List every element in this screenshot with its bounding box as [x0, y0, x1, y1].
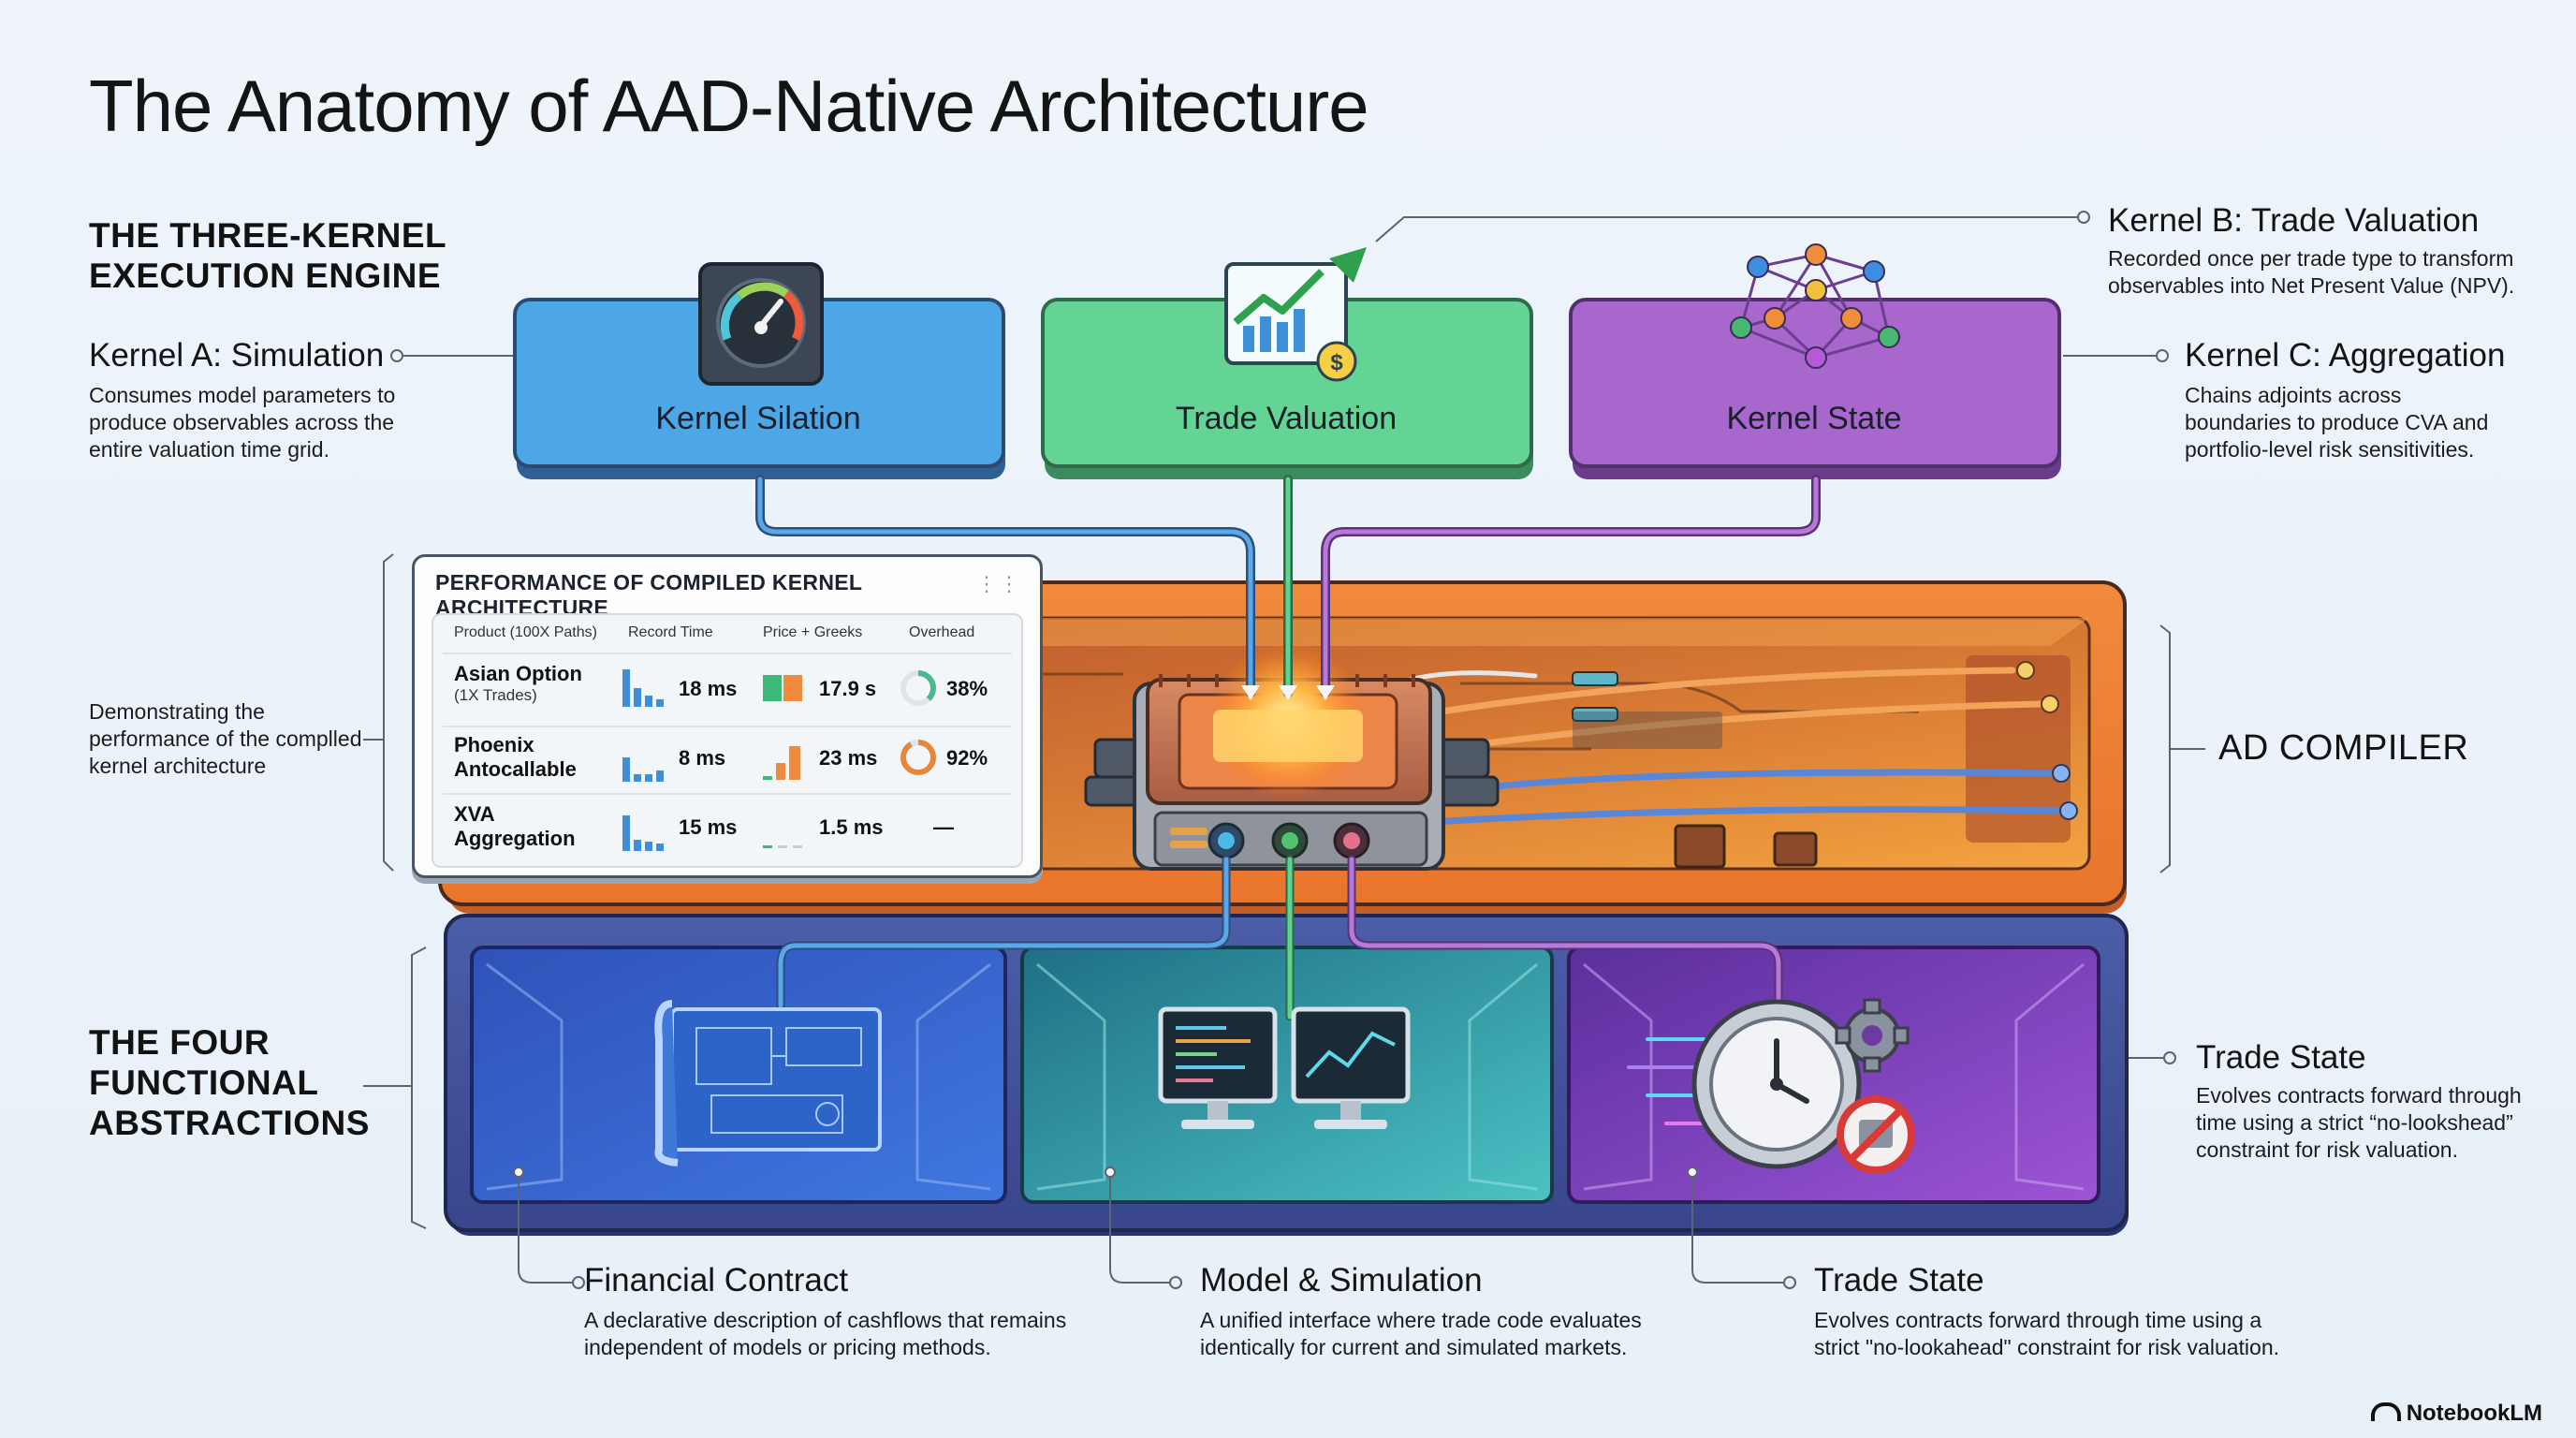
- blueprint-icon: [654, 1000, 882, 1167]
- row-price: 17.9 s: [819, 677, 877, 700]
- performance-table-panel: PERFORMANCE OF COMPILED KERNEL ARCHITECT…: [412, 554, 1043, 878]
- page-title: The Anatomy of AAD-Native Architecture: [89, 65, 1369, 147]
- kernel-b-desc: Recorded once per trade type to transfor…: [2108, 246, 2515, 298]
- ring-fill: [900, 740, 936, 775]
- brand-name: NotebookLM: [2406, 1401, 2542, 1426]
- record-bar-icon: [622, 757, 664, 782]
- ring-fill: [900, 670, 936, 706]
- notebooklm-icon: [2370, 1402, 2401, 1421]
- kernel-label-simulation: Kernel Silation: [655, 401, 861, 436]
- kernel-c-heading: Kernel C: Aggregation: [2185, 337, 2506, 374]
- trade-state-bottom-heading: Trade State: [1814, 1262, 1984, 1299]
- kernel-b-heading: Kernel B: Trade Valuation: [2108, 202, 2480, 239]
- price-bar-icon: [763, 675, 802, 701]
- growth-chart-icon: $: [1224, 211, 2090, 382]
- kernel-box-state: [1569, 298, 2061, 479]
- kernel-c-desc: Chains adjoints across boundaries to pro…: [2185, 383, 2489, 462]
- trade-state-right-heading: Trade State: [2196, 1039, 2366, 1076]
- row-overhead: 38%: [946, 677, 988, 700]
- trade-state-right-desc: Evolves contracts forward through time u…: [2196, 1083, 2522, 1162]
- row-product-sub: (1X Trades): [454, 686, 537, 704]
- kernel-label-valuation: Trade Valuation: [1175, 401, 1398, 436]
- row-product: XVA Aggregation: [454, 802, 576, 850]
- kernel-label-state: Kernel State: [1726, 401, 1902, 436]
- svg-text:$: $: [1330, 350, 1343, 375]
- network-nodes: [1730, 243, 1900, 369]
- kernel-cables: [755, 475, 1821, 700]
- row-price: 1.5 ms: [819, 815, 884, 839]
- clock-icon: [1627, 999, 1862, 1169]
- row-price: 23 ms: [819, 746, 878, 770]
- overhead-ring-0: [900, 670, 936, 706]
- brand-logo: NotebookLM: [2370, 1401, 2542, 1427]
- table-header-overhead: Overhead: [909, 624, 975, 640]
- no-lookahead-icon: [1837, 1095, 1915, 1174]
- row-product: Asian Option: [454, 662, 582, 685]
- record-bar-icon: [622, 815, 664, 851]
- kernel-a-desc: Consumes model parameters to produce obs…: [89, 383, 396, 462]
- overhead-ring-1: [900, 740, 936, 775]
- gear-icon: [1835, 998, 1910, 1073]
- row-record: 18 ms: [679, 677, 738, 700]
- kernel-a-heading: Kernel A: Simulation: [89, 337, 385, 374]
- row-product: Phoenix Antocallable: [454, 733, 577, 781]
- price-bar-icon: [763, 845, 802, 848]
- abstraction-cables: [776, 855, 1783, 1025]
- row-record: 8 ms: [679, 746, 726, 770]
- gauge-icon: [698, 262, 824, 386]
- trade-state-bottom-desc: Evolves contracts forward through time u…: [1814, 1308, 2280, 1359]
- financial-contract-heading: Financial Contract: [584, 1262, 849, 1299]
- financial-contract-desc: A declarative description of cashflows t…: [584, 1308, 1067, 1359]
- table-header-record: Record Time: [628, 624, 713, 640]
- section-compiler-label: AD COMPILER: [2218, 728, 2469, 768]
- section-abstractions-label: THE FOUR FUNCTIONAL ABSTRACTIONS: [89, 1023, 370, 1142]
- section-engine-label: THE THREE-KERNEL EXECUTION ENGINE: [89, 216, 447, 295]
- monitors-icon: [1158, 1006, 1411, 1129]
- performance-table: Product (100X Paths) Record Time Price +…: [432, 613, 1023, 868]
- kernel-box-valuation: [1041, 298, 1533, 479]
- row-overhead: 92%: [946, 746, 988, 770]
- perf-note: Demonstrating the performance of the com…: [89, 699, 362, 778]
- table-header-price: Price + Greeks: [763, 624, 863, 640]
- drag-handle-icon[interactable]: ⋮⋮: [976, 572, 1021, 595]
- record-bar-icon: [622, 669, 664, 707]
- table-header-product: Product (100X Paths): [454, 624, 597, 640]
- row-record: 15 ms: [679, 815, 738, 839]
- price-bar-icon: [763, 746, 800, 780]
- model-sim-heading: Model & Simulation: [1200, 1262, 1483, 1299]
- row-overhead: —: [933, 815, 954, 839]
- model-sim-desc: A unified interface where trade code eva…: [1200, 1308, 1642, 1359]
- bottom-leaders: [513, 1167, 1796, 1289]
